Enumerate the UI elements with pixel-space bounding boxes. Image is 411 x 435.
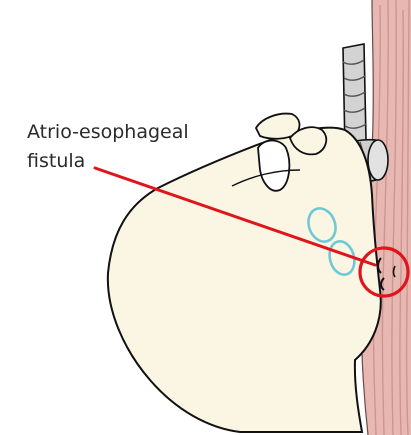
heart <box>108 114 381 432</box>
annotation-label-line2: fistula <box>27 149 85 173</box>
heart-body <box>108 128 381 432</box>
annotation-label-line1: Atrio-esophageal <box>27 120 189 144</box>
